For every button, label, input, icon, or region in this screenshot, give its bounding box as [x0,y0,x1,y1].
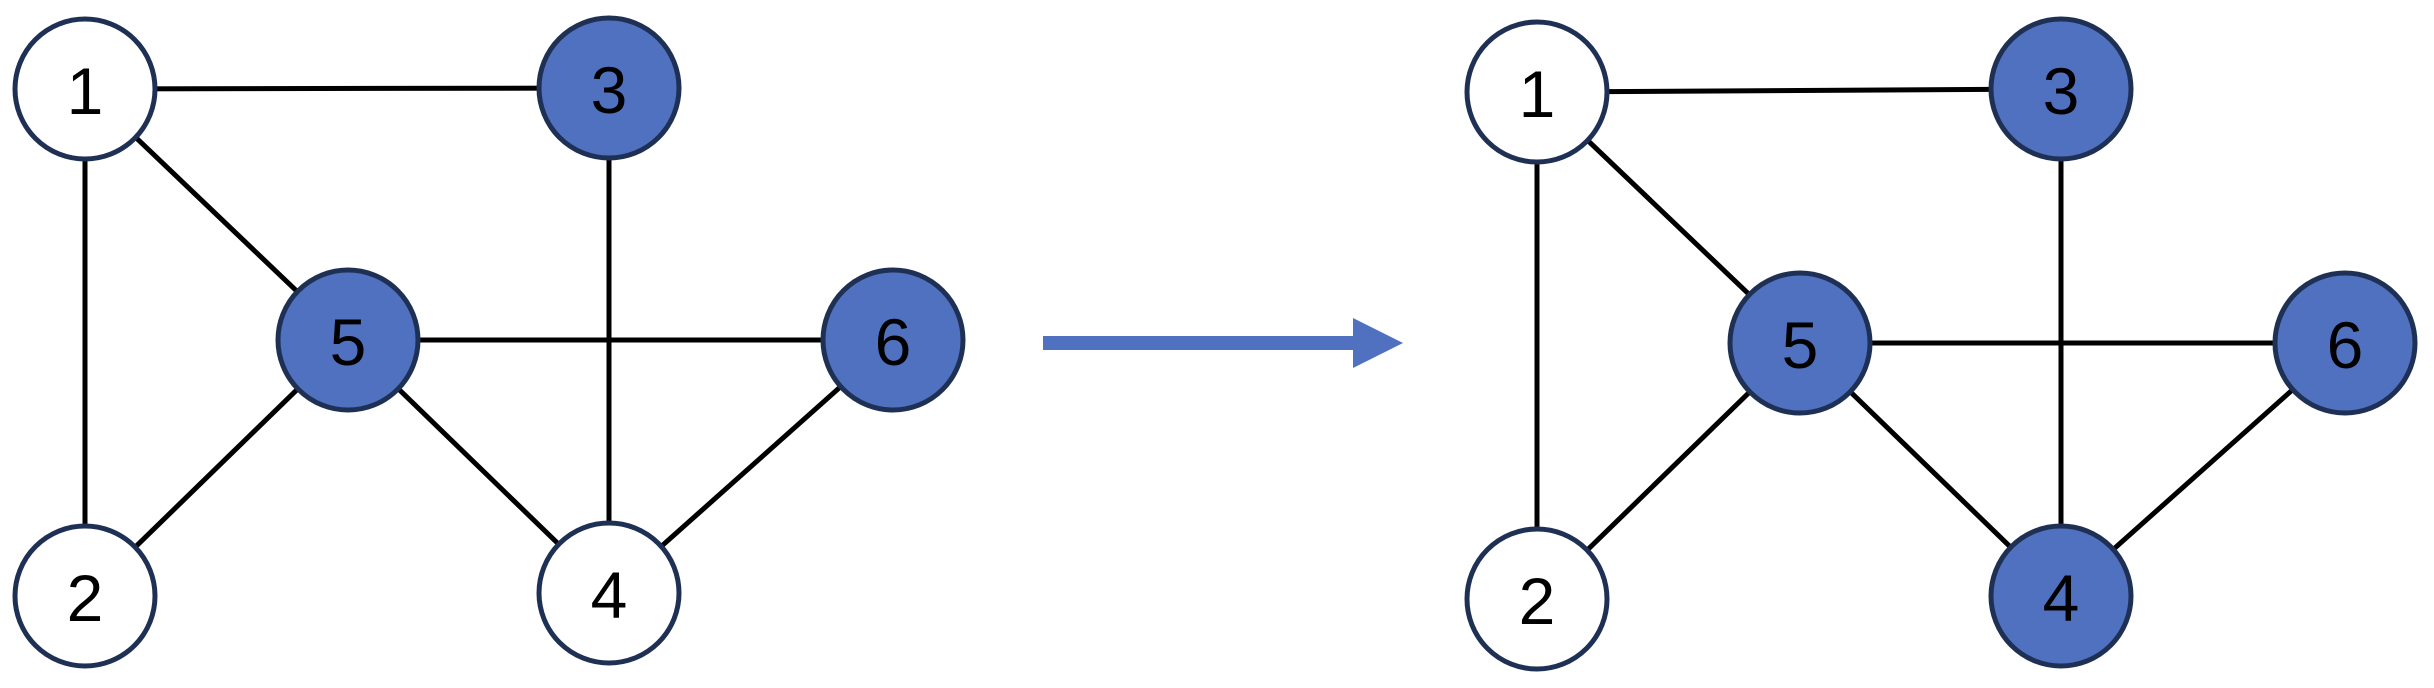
node-circle [536,520,682,666]
node-circle [820,267,966,413]
node-circle [1464,526,1610,672]
node-label: 4 [591,558,628,632]
node-label: 6 [875,305,912,379]
node-6: 6 [820,267,966,413]
node-label: 4 [2043,561,2080,635]
node-label: 5 [1782,308,1819,382]
node-label: 5 [330,305,367,379]
node-circle [12,16,158,162]
node-label: 1 [67,54,104,128]
graph-before: 1 2 3 4 5 6 [12,15,966,669]
edge-1-3 [84,85,610,92]
transition-arrow [1043,318,1403,368]
node-2: 2 [12,523,158,669]
arrow-shaft [1043,336,1365,350]
node-4: 4 [536,520,682,666]
node-4: 4 [1988,523,2134,669]
node-circle [2272,270,2418,416]
node-label: 1 [1519,57,1556,131]
node-circle [1988,523,2134,669]
node-circle [275,267,421,413]
node-label: 2 [1519,564,1556,638]
node-2: 2 [1464,526,1610,672]
node-6: 6 [2272,270,2418,416]
node-circle [536,15,682,161]
node-3: 3 [1988,16,2134,162]
node-label: 2 [67,561,104,635]
node-circle [12,523,158,669]
node-circle [1727,270,1873,416]
node-label: 3 [2043,54,2080,128]
node-label: 6 [2327,308,2364,382]
arrow-head [1353,318,1403,368]
node-label: 3 [591,53,628,127]
node-5: 5 [1727,270,1873,416]
node-circle [1464,19,1610,165]
node-1: 1 [12,16,158,162]
graph-after: 1 2 3 4 5 6 [1464,16,2418,672]
node-3: 3 [536,15,682,161]
edge-1-3 [1536,86,2062,95]
node-1: 1 [1464,19,1610,165]
node-5: 5 [275,267,421,413]
node-circle [1988,16,2134,162]
